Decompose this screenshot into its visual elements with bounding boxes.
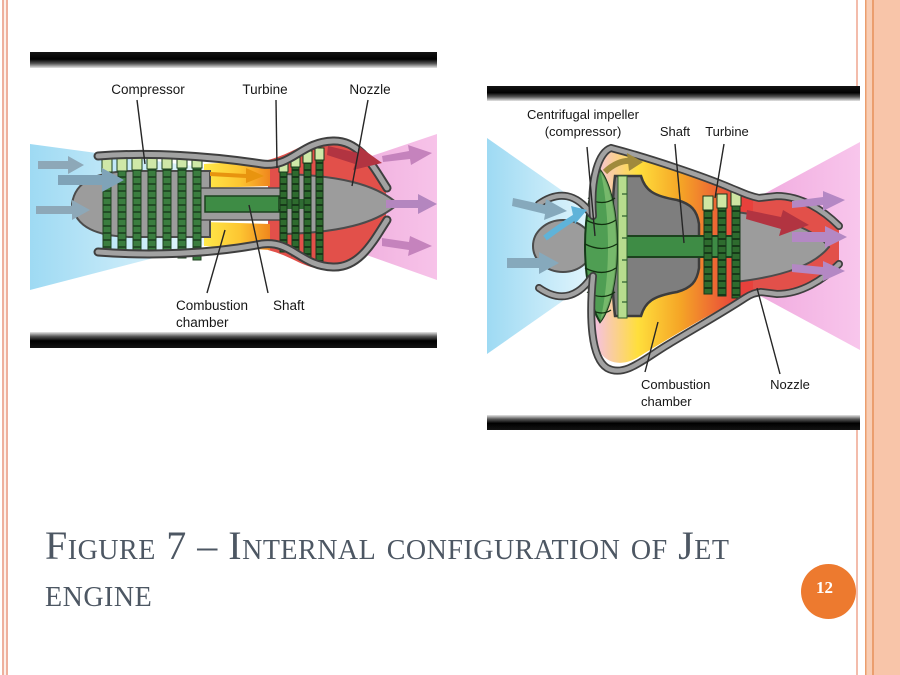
centrifugal-jet-engine-diagram: Centrifugal impeller (compressor) Shaft …: [487, 86, 860, 430]
axial-jet-engine-figure: Compressor Turbine Nozzle Combustion cha…: [30, 52, 437, 348]
nozzle-leader-line: [756, 287, 781, 375]
compressor-label: Compressor: [111, 82, 185, 97]
exhaust-flow-arrow: [746, 210, 809, 236]
turbine-label: Turbine: [242, 82, 287, 97]
shaft-leader-line: [248, 204, 269, 294]
combustion-label-line1: Combustion: [641, 377, 710, 392]
slide-title-line1: Figure 7 – Internal configuration of Jet: [45, 523, 730, 568]
nozzle-leader-line: [351, 99, 369, 187]
combustion-leader-line: [644, 321, 659, 373]
impeller-leader-line: [586, 146, 596, 237]
axial-jet-engine-diagram: Compressor Turbine Nozzle Combustion cha…: [30, 52, 437, 348]
slide-title: Figure 7 – Internal configuration of Jet…: [45, 522, 865, 616]
exhaust-arrows: [792, 191, 847, 281]
turbine-leader-line: [275, 99, 278, 169]
compressor-leader-line: [136, 99, 146, 165]
nozzle-label: Nozzle: [770, 377, 810, 392]
engine-casing: [535, 143, 843, 375]
shaft-label: Shaft: [273, 298, 305, 313]
combustion-label-line2: chamber: [641, 394, 692, 409]
turbine-blades: [702, 191, 742, 299]
turbine-leader-line: [714, 143, 725, 199]
letterbox-bottom: [487, 415, 860, 430]
combustion-label-line2: chamber: [176, 315, 229, 330]
exhaust-flow-arrow: [327, 146, 382, 170]
centrifugal-jet-engine-figure: Centrifugal impeller (compressor) Shaft …: [487, 86, 860, 430]
intake-arrows: [507, 198, 587, 274]
combustion-flow-arrow: [210, 168, 264, 183]
right-border-stripes: [855, 0, 900, 675]
impeller-label-line1: Centrifugal impeller: [527, 107, 640, 122]
page-number: 12: [816, 577, 833, 597]
shaft-bar: [204, 195, 280, 213]
turbine-label: Turbine: [705, 124, 749, 139]
letterbox-top: [30, 52, 437, 68]
shaft-label: Shaft: [660, 124, 691, 139]
slide-title-line2: engine: [45, 570, 153, 615]
exhaust-arrows: [382, 145, 437, 256]
nozzle-label: Nozzle: [349, 82, 390, 97]
letterbox-top: [487, 86, 860, 101]
page-number-badge: 12: [801, 564, 856, 619]
combustion-leader-line: [206, 229, 226, 294]
letterbox-bottom: [30, 332, 437, 348]
impeller-label-line2: (compressor): [545, 124, 622, 139]
combustion-flow-arrow: [602, 153, 643, 175]
intake-arrows: [36, 156, 124, 220]
compressor-blades: [101, 154, 203, 261]
left-border-stripes: [0, 0, 10, 675]
combustion-label-line1: Combustion: [176, 298, 248, 313]
shaft-leader-line: [674, 143, 685, 244]
